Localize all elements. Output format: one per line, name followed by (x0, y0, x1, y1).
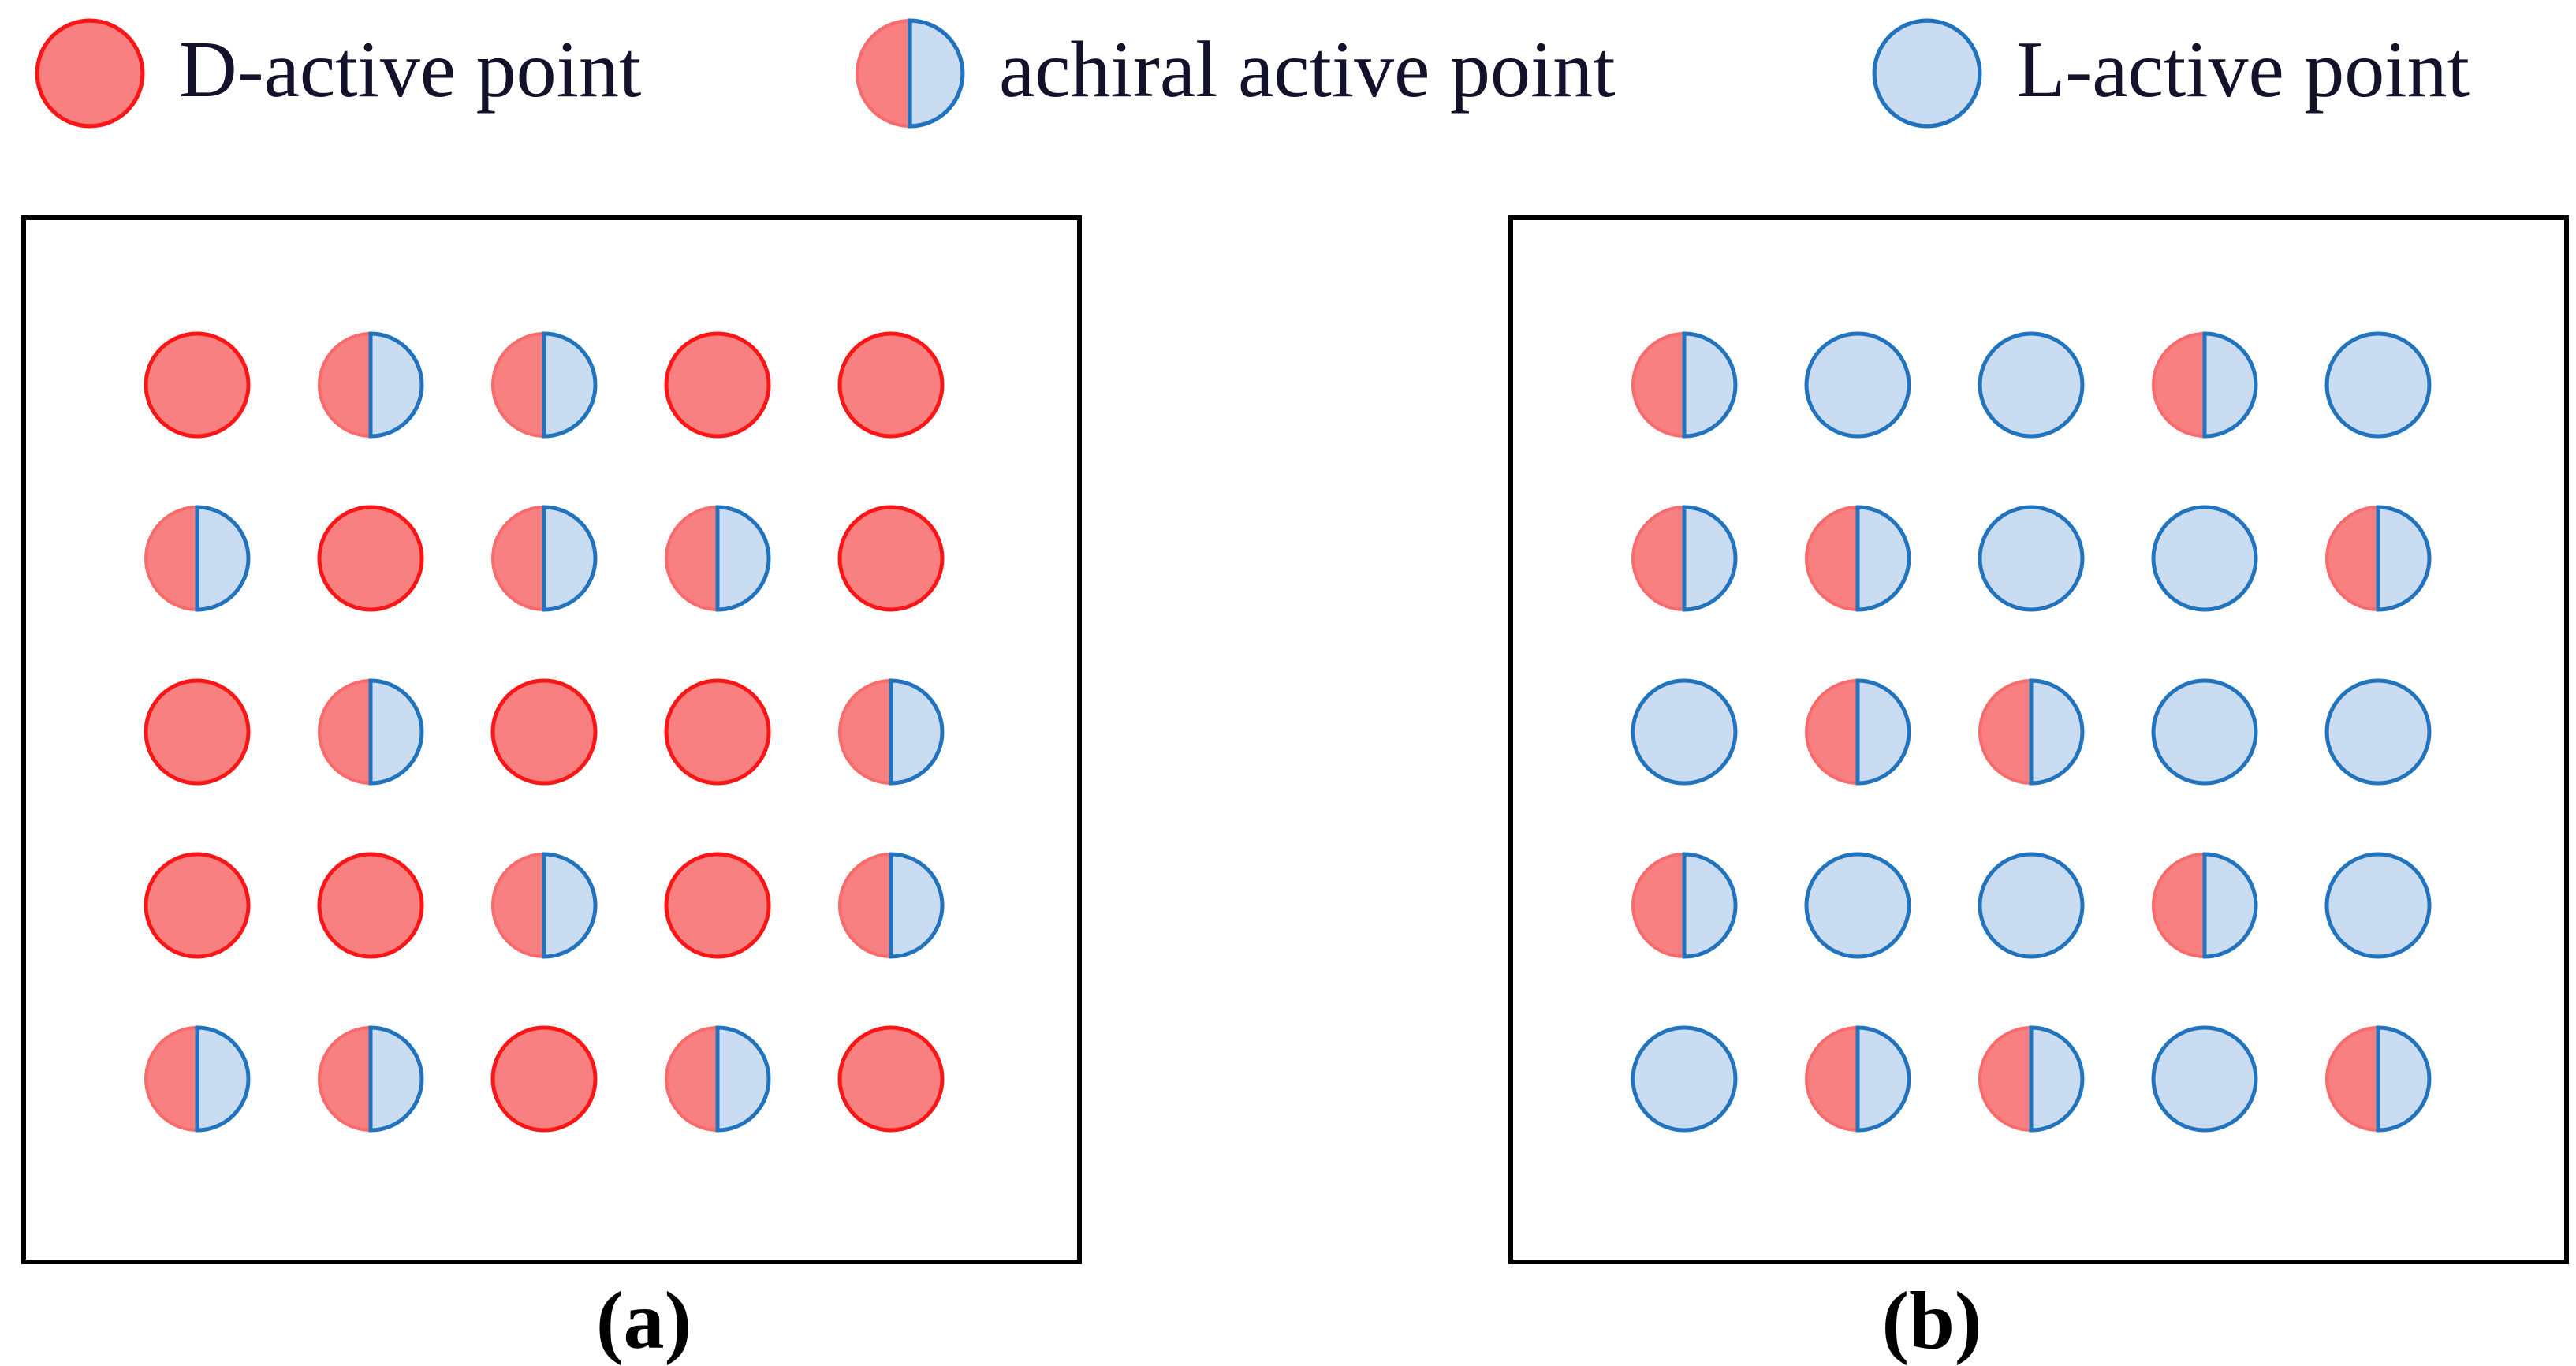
legend-item-achiral: achiral active point (854, 17, 1616, 129)
d-active-point-icon (143, 677, 252, 786)
achiral-active-point-icon (2150, 851, 2259, 960)
achiral-active-point-icon (663, 1024, 772, 1133)
l-active-point-icon (1803, 851, 1912, 960)
l-active-point-icon (2324, 677, 2432, 786)
achiral-active-point-icon (1803, 677, 1912, 786)
d-active-point-icon (143, 330, 252, 439)
achiral-active-point-icon (316, 1024, 425, 1133)
achiral-active-point-icon (490, 851, 598, 960)
achiral-active-point-icon (490, 330, 598, 439)
legend-item-d-active: D-active point (34, 17, 641, 129)
d-active-point-icon (837, 1024, 945, 1133)
achiral-active-point-icon (1803, 504, 1912, 613)
l-active-point-icon (2324, 330, 2432, 439)
d-active-point-icon (663, 330, 772, 439)
d-active-point-icon (837, 330, 945, 439)
l-active-point-icon (2150, 1024, 2259, 1133)
panel-b-caption: (b) (1881, 1275, 1982, 1366)
d-active-point-icon (663, 851, 772, 960)
achiral-active-point-icon (2150, 330, 2259, 439)
l-active-point-icon (2150, 504, 2259, 613)
l-active-point-icon (1977, 851, 2086, 960)
d-active-point-icon (490, 677, 598, 786)
achiral-active-point-icon (1630, 330, 1739, 439)
achiral-active-point-icon (490, 504, 598, 613)
legend-label-achiral: achiral active point (999, 25, 1616, 114)
panel-a-caption: (a) (595, 1275, 692, 1366)
l-active-point-icon (2324, 851, 2432, 960)
d-active-point-icon (34, 17, 146, 129)
d-active-point-icon (143, 851, 252, 960)
achiral-active-point-icon (663, 504, 772, 613)
achiral-active-point-icon (2324, 1024, 2432, 1133)
d-active-point-icon (663, 677, 772, 786)
achiral-active-point-icon (316, 677, 425, 786)
l-active-point-icon (2150, 677, 2259, 786)
achiral-active-point-icon (143, 504, 252, 613)
l-active-point-icon (1630, 677, 1739, 786)
l-active-point-icon (1977, 504, 2086, 613)
achiral-active-point-icon (854, 17, 966, 129)
d-active-point-icon (490, 1024, 598, 1133)
d-active-point-icon (837, 504, 945, 613)
l-active-point-icon (1871, 17, 1983, 129)
achiral-active-point-icon (1977, 677, 2086, 786)
achiral-active-point-icon (1803, 1024, 1912, 1133)
achiral-active-point-icon (316, 330, 425, 439)
l-active-point-icon (1803, 330, 1912, 439)
legend-label-l-active: L-active point (2016, 25, 2470, 114)
achiral-active-point-icon (143, 1024, 252, 1133)
legend-label-d-active: D-active point (179, 25, 642, 114)
l-active-point-icon (1977, 330, 2086, 439)
achiral-active-point-icon (837, 677, 945, 786)
achiral-active-point-icon (1977, 1024, 2086, 1133)
panel-b (1508, 215, 2569, 1264)
achiral-active-point-icon (837, 851, 945, 960)
d-active-point-icon (316, 851, 425, 960)
panel-a (21, 215, 1082, 1264)
achiral-active-point-icon (2324, 504, 2432, 613)
achiral-active-point-icon (1630, 851, 1739, 960)
d-active-point-icon (316, 504, 425, 613)
achiral-active-point-icon (1630, 504, 1739, 613)
legend-item-l-active: L-active point (1871, 17, 2470, 129)
l-active-point-icon (1630, 1024, 1739, 1133)
